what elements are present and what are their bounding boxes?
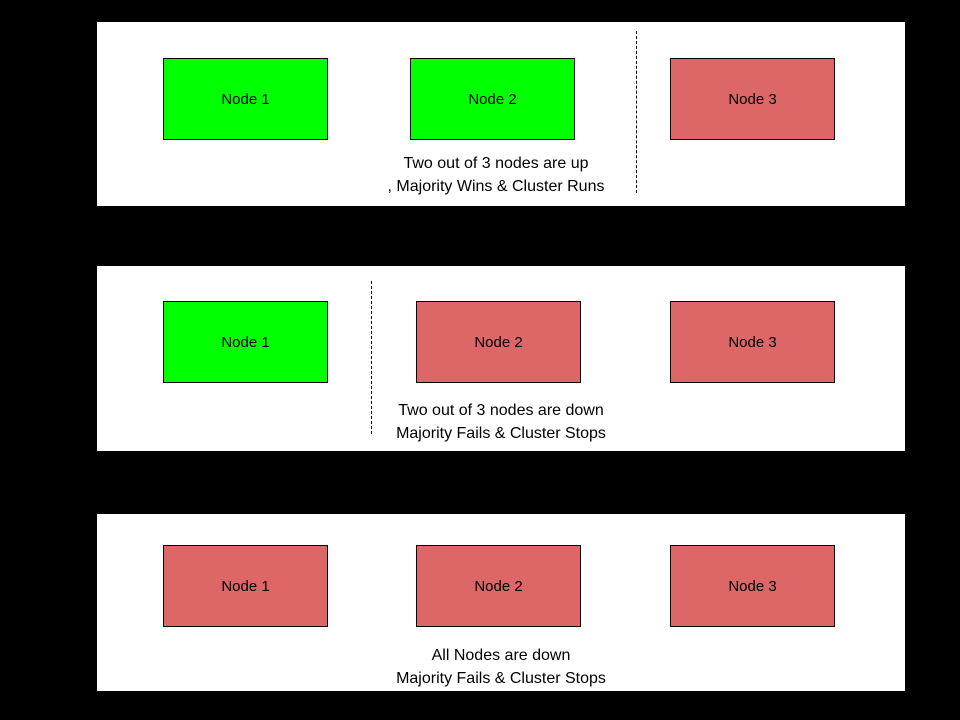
node-3-box: Node 3 [670, 301, 835, 383]
node-1-box: Node 1 [163, 58, 328, 140]
caption-line-1: Two out of 3 nodes are up [403, 155, 589, 172]
caption-line-1: All Nodes are down [431, 647, 571, 664]
caption-line-2: , Majority Wins & Cluster Runs [387, 178, 605, 195]
node-1-box: Node 1 [163, 545, 328, 627]
caption-line-2: Majority Fails & Cluster Stops [396, 425, 606, 442]
node-2-box: Node 2 [410, 58, 575, 140]
caption-line-1: Two out of 3 nodes are down [398, 402, 604, 419]
panel-caption: Two out of 3 nodes are up , Majority Win… [97, 152, 895, 198]
node-2-box: Node 2 [416, 301, 581, 383]
panel-caption: All Nodes are down Majority Fails & Clus… [97, 644, 905, 690]
node-2-box: Node 2 [416, 545, 581, 627]
network-partition-divider [371, 281, 372, 434]
scenario-panel-majority-up: Node 1 Node 2 Node 3 Two out of 3 nodes … [96, 21, 906, 207]
scenario-panel-majority-down: Node 1 Node 2 Node 3 Two out of 3 nodes … [96, 265, 906, 452]
scenario-panel-all-down: Node 1 Node 2 Node 3 All Nodes are down … [96, 513, 906, 692]
node-3-box: Node 3 [670, 58, 835, 140]
caption-line-2: Majority Fails & Cluster Stops [396, 670, 606, 687]
node-1-box: Node 1 [163, 301, 328, 383]
panel-caption: Two out of 3 nodes are down Majority Fai… [97, 399, 905, 445]
network-partition-divider [636, 31, 637, 193]
node-3-box: Node 3 [670, 545, 835, 627]
